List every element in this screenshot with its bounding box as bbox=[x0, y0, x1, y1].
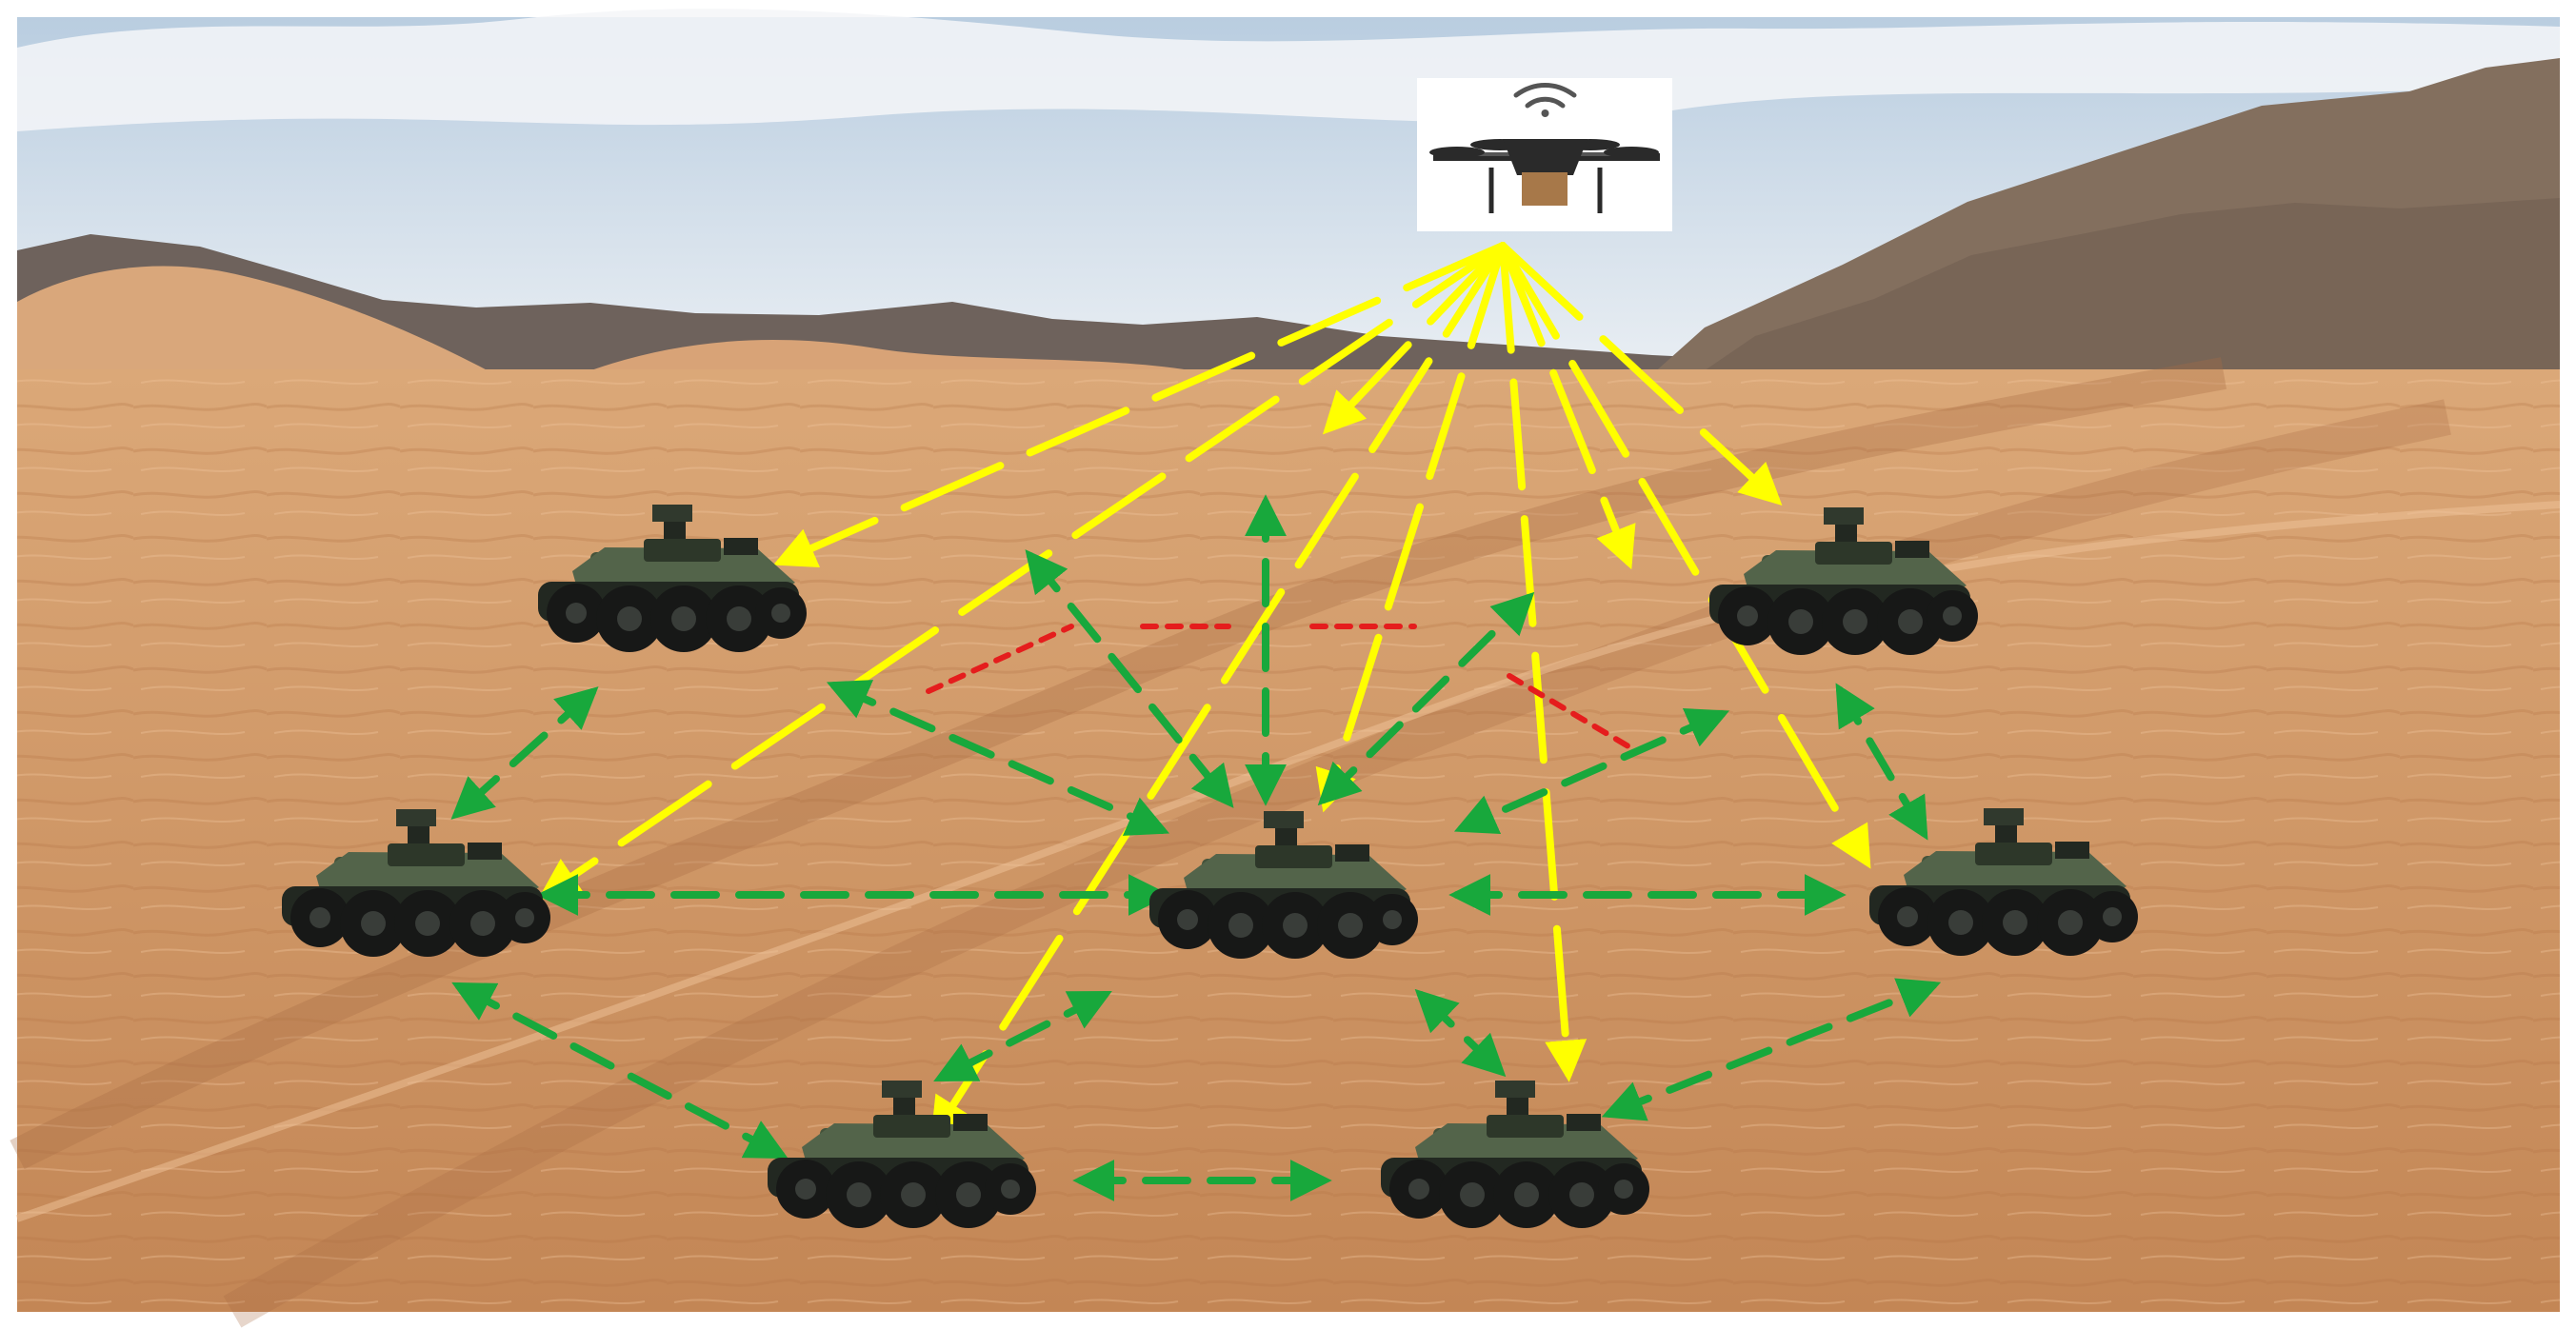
yellow-link-r1 bbox=[772, 242, 1507, 568]
quadcopter-drone-icon bbox=[1429, 139, 1660, 213]
yellow-link-extra-b bbox=[1499, 242, 1636, 570]
yellow-link-extra-a bbox=[1322, 242, 1507, 435]
red-blocked-link-4 bbox=[1507, 673, 1636, 752]
green-link-r2-r7 bbox=[451, 982, 789, 1160]
yellow-link-r2 bbox=[537, 242, 1507, 900]
red-blocked-link-1 bbox=[926, 624, 1074, 694]
yellow-link-r4 bbox=[1499, 242, 1783, 506]
yellow-link-r5 bbox=[1499, 242, 1871, 869]
green-link-r3-r6 bbox=[1414, 988, 1507, 1078]
green-link-r4-r3 bbox=[1453, 708, 1730, 834]
tire-track-3 bbox=[15, 501, 2561, 1222]
drone-card bbox=[1417, 78, 1672, 231]
green-link-r3-r7 bbox=[933, 991, 1112, 1081]
cloud-bank bbox=[17, 9, 2560, 132]
right-mountain-shadow bbox=[1659, 198, 2560, 402]
green-link-center-right bbox=[1317, 591, 1535, 806]
red-blocked-links bbox=[926, 624, 1636, 752]
green-link-r1-r2 bbox=[450, 686, 599, 820]
green-link-r5-r4 bbox=[1835, 683, 1928, 841]
green-link-center-diagonal bbox=[1025, 549, 1234, 808]
green-peer-links bbox=[450, 494, 1942, 1201]
yellow-link-r6 bbox=[1499, 242, 1588, 1082]
left-dunes bbox=[17, 266, 496, 379]
wifi-signal-icon bbox=[1513, 83, 1577, 117]
yellow-link-r7 bbox=[930, 242, 1507, 1141]
green-link-r6-r5 bbox=[1601, 978, 1942, 1121]
background-photo bbox=[10, 9, 2561, 1328]
